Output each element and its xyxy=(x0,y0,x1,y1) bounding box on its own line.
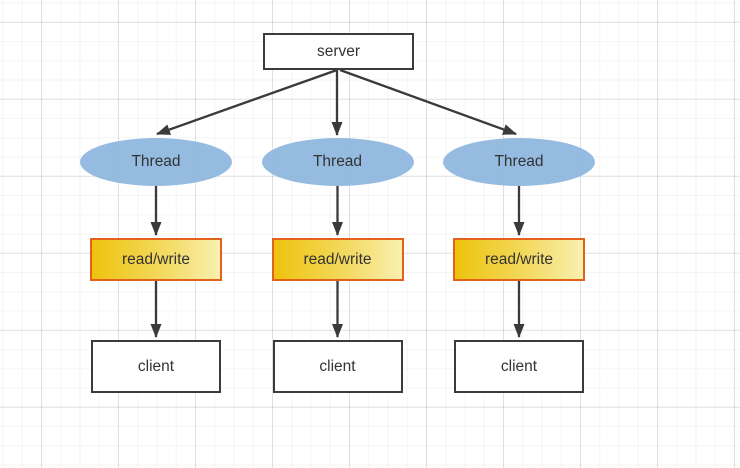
client-node-3[interactable]: client xyxy=(454,340,584,393)
thread-label: Thread xyxy=(494,153,544,171)
client-node-2[interactable]: client xyxy=(272,340,403,393)
readwrite-label: read/write xyxy=(484,250,554,268)
server-node[interactable]: server xyxy=(263,33,414,70)
server-label: server xyxy=(316,42,361,60)
readwrite-label: read/write xyxy=(121,250,191,268)
client-node-1[interactable]: client xyxy=(91,340,221,393)
readwrite-node-3[interactable]: read/write xyxy=(453,238,585,281)
client-label: client xyxy=(319,357,356,375)
client-label: client xyxy=(137,357,175,375)
readwrite-label: read/write xyxy=(303,250,372,268)
arrow-server-to-thread-1 xyxy=(156,68,338,136)
thread-node-1[interactable]: Thread xyxy=(80,138,232,186)
arrow-server-to-thread-3 xyxy=(339,68,517,136)
thread-node-3[interactable]: Thread xyxy=(443,138,595,186)
thread-node-2[interactable]: Thread xyxy=(261,138,414,186)
thread-label: Thread xyxy=(312,153,363,171)
readwrite-node-1[interactable]: read/write xyxy=(90,238,222,281)
readwrite-node-2[interactable]: read/write xyxy=(271,238,404,281)
thread-label: Thread xyxy=(131,153,181,171)
client-label: client xyxy=(500,357,538,375)
